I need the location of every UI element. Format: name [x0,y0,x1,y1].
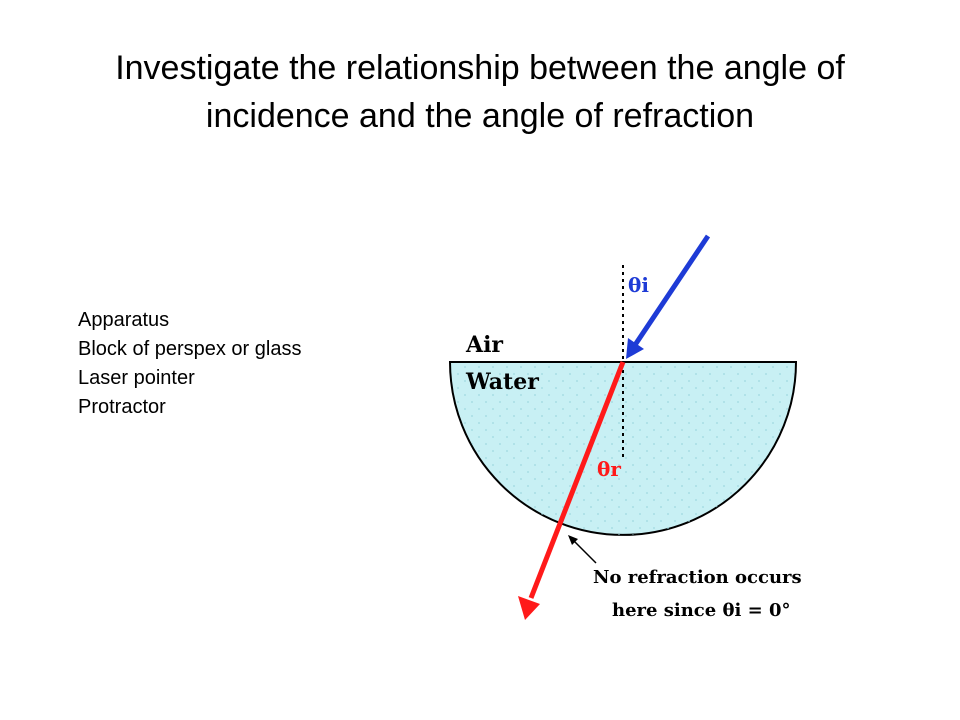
slide-title: Investigate the relationship between the… [40,44,920,140]
apparatus-list: Apparatus Block of perspex or glass Lase… [78,306,301,422]
apparatus-heading: Apparatus [78,309,170,331]
theta-r-label: θr [597,457,621,481]
incident-ray [632,234,711,347]
air-label: Air [465,332,503,358]
refracted-ray-arrowhead [518,596,540,620]
title-line-1: Investigate the relationship between the… [115,49,845,87]
apparatus-item: Laser pointer [78,367,195,389]
pointer-arrowhead [568,535,578,545]
note-line-2: here since θi = 0° [612,600,790,621]
note-line-1: No refraction occurs [593,567,802,588]
water-label: Water [465,369,539,395]
refracted-ray [528,361,626,599]
apparatus-item: Protractor [78,396,166,418]
apparatus-item: Block of perspex or glass [78,338,302,360]
pointer-arrow [573,540,597,564]
theta-i-label: θi [628,273,649,297]
title-line-2: incidence and the angle of refraction [205,97,755,135]
incident-ray-arrowhead [626,338,644,359]
